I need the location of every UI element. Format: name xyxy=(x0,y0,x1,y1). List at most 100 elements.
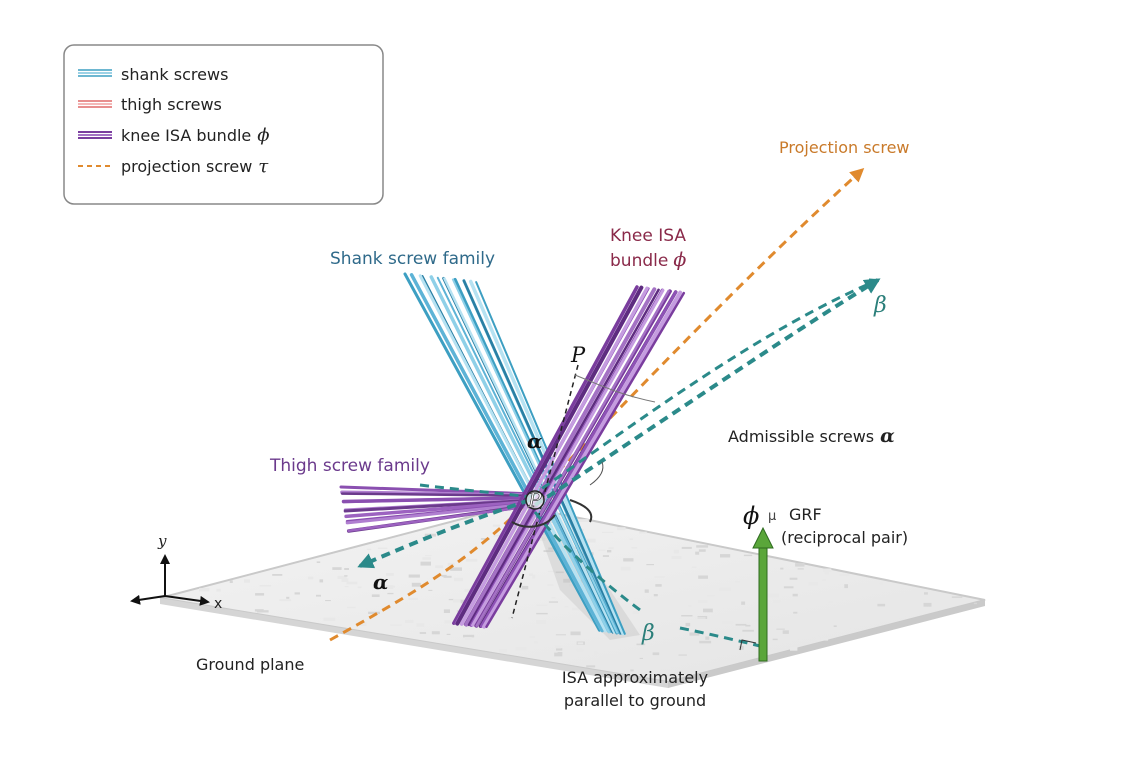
ground-speckle xyxy=(571,547,581,549)
ground-speckle xyxy=(671,670,676,673)
ground-speckle xyxy=(924,592,928,595)
admissible-alpha-symbol: α xyxy=(880,425,895,447)
axis-y-label: y xyxy=(157,532,167,550)
ground-speckle xyxy=(337,575,347,579)
ground-speckle xyxy=(554,652,563,657)
ground-speckle xyxy=(447,562,455,566)
ground-speckle xyxy=(344,575,348,577)
shank-screw xyxy=(451,278,619,634)
shank-screw xyxy=(475,281,626,635)
ground-speckle xyxy=(656,661,668,664)
ground-speckle xyxy=(216,588,221,592)
ground-speckle xyxy=(839,573,850,577)
point-p-center: P xyxy=(527,488,542,512)
alpha-lower-label: α xyxy=(373,570,388,594)
thigh-screw xyxy=(340,492,531,497)
ground-speckle xyxy=(877,603,886,607)
point-p-upper: P xyxy=(570,343,586,367)
ground-speckle xyxy=(792,632,803,636)
center-point-p xyxy=(525,490,545,510)
ground-speckle xyxy=(780,567,784,570)
ground-speckle xyxy=(420,561,431,566)
ground-speckle xyxy=(636,643,646,646)
ground-speckle xyxy=(448,598,454,601)
shank-screw xyxy=(403,272,601,632)
coordinate-axes xyxy=(130,554,210,606)
ground-speckle xyxy=(244,579,250,583)
ground-speckle xyxy=(828,601,833,603)
ground-speckle xyxy=(721,621,734,624)
ground-speckle xyxy=(555,645,562,649)
ground-speckle xyxy=(408,597,418,600)
ground-speckle xyxy=(720,554,731,558)
ground-speckle xyxy=(562,516,570,519)
ground-speckle xyxy=(551,597,556,599)
knee-isa-screw xyxy=(475,289,670,627)
ground-speckle xyxy=(703,608,713,613)
axis-x-label: x xyxy=(214,596,222,612)
ground-speckle xyxy=(419,632,427,634)
ground-speckle xyxy=(493,534,501,537)
ground-speckle xyxy=(229,580,233,583)
central-axis xyxy=(511,364,579,619)
ground-speckle xyxy=(360,622,367,626)
ground-speckle xyxy=(443,575,452,578)
ground-speckle xyxy=(319,579,324,583)
grf-vector xyxy=(752,526,774,662)
ground-speckle xyxy=(699,640,712,644)
ground-speckle xyxy=(366,548,372,551)
ground-speckle xyxy=(577,519,589,522)
ground-speckle xyxy=(316,594,321,597)
legend-swatch-shank xyxy=(78,69,112,77)
thigh-screw xyxy=(341,496,532,504)
ground-speckle xyxy=(435,565,444,569)
ground-speckle xyxy=(734,581,741,583)
beta-upper-label: β xyxy=(873,293,887,318)
ground-speckle xyxy=(697,599,708,604)
ground-speckle xyxy=(390,624,402,626)
knee-isa-bundle xyxy=(452,285,686,629)
ground-speckle xyxy=(534,537,546,541)
ground-speckle xyxy=(377,547,388,549)
ground-speckle xyxy=(776,628,785,630)
projection-screw-label: Projection screw xyxy=(779,138,910,157)
ground-speckle xyxy=(795,563,805,567)
ground-speckle xyxy=(341,578,349,582)
ground-speckle xyxy=(294,592,300,595)
ground-speckle xyxy=(722,632,726,634)
ground-speckle xyxy=(833,625,837,627)
ground-speckle xyxy=(646,564,654,566)
ground-speckle xyxy=(346,581,358,585)
ground-speckle xyxy=(696,545,709,548)
ground-speckle xyxy=(499,648,507,653)
ground-speckle xyxy=(431,631,440,635)
shank-screw xyxy=(418,274,607,633)
ground-speckle xyxy=(709,631,713,634)
ground-speckle xyxy=(679,653,691,655)
ground-speckle xyxy=(464,637,472,641)
ground-speckle xyxy=(767,593,780,598)
ground-speckle xyxy=(816,637,820,641)
ground-speckle xyxy=(547,584,554,586)
ground-speckle xyxy=(705,636,710,640)
ground-speckle xyxy=(707,595,715,597)
ground-speckle xyxy=(782,630,789,634)
isa-parallel-label-line1: ISA approximately xyxy=(562,668,708,687)
ground-speckle xyxy=(822,568,832,572)
ground-speckle xyxy=(698,549,706,552)
ground-speckle xyxy=(822,579,826,581)
ground-speckle xyxy=(529,636,536,639)
shank-screw xyxy=(443,277,616,634)
ground-speckle xyxy=(576,648,584,652)
ground-speckle xyxy=(516,574,520,577)
ground-speckle xyxy=(653,594,658,597)
ground-speckle xyxy=(632,611,639,615)
ground-speckle xyxy=(532,574,536,579)
legend-swatch-knee xyxy=(78,131,112,139)
ground-speckle xyxy=(773,599,781,603)
ground-speckle xyxy=(681,615,693,617)
ground-speckle xyxy=(386,573,394,576)
ground-speckle xyxy=(820,638,829,641)
